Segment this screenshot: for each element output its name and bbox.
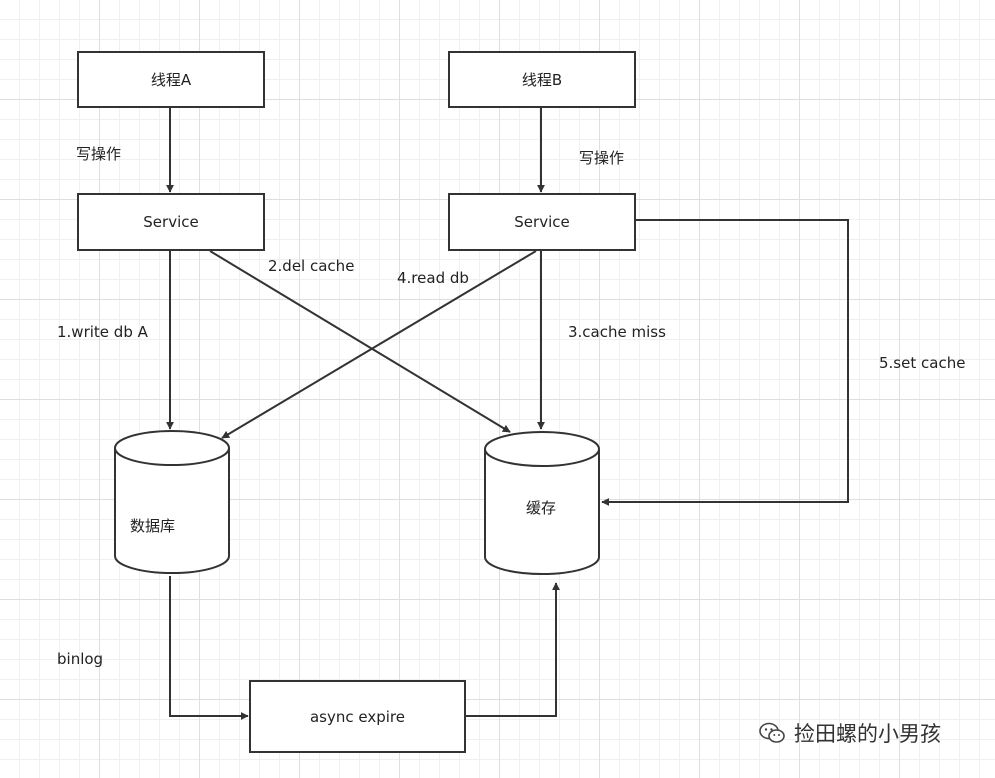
async-expire-box: async expire [249, 680, 466, 753]
watermark-text: 捡田螺的小男孩 [794, 722, 941, 746]
write-op-b-label: 写操作 [579, 149, 625, 167]
step2-label: 2.del cache [268, 257, 355, 275]
step3-label: 3.cache miss [568, 323, 666, 341]
step4-label: 4.read db [397, 269, 469, 287]
step5-label: 5.set cache [879, 354, 966, 372]
binlog-label: binlog [57, 650, 104, 668]
step1-label: 1.write db A [57, 323, 148, 341]
thread-a-box: 线程A [77, 51, 265, 108]
cache-cylinder [484, 431, 600, 575]
cache-label: 缓存 [526, 499, 557, 517]
service-b-box: Service [448, 193, 636, 251]
database-cylinder [114, 430, 230, 574]
wechat-icon [759, 722, 785, 743]
thread-b-box: 线程B [448, 51, 636, 108]
watermark: 捡田螺的小男孩 [758, 718, 941, 748]
edge-set-cache [601, 219, 849, 506]
write-op-a-label: 写操作 [76, 145, 122, 163]
edge-binlog [169, 576, 249, 720]
service-a-box: Service [77, 193, 265, 251]
edge-del-cache [209, 250, 511, 433]
edge-expire-cache [466, 582, 560, 717]
database-label: 数据库 [130, 517, 176, 535]
edge-read-db [221, 250, 537, 439]
